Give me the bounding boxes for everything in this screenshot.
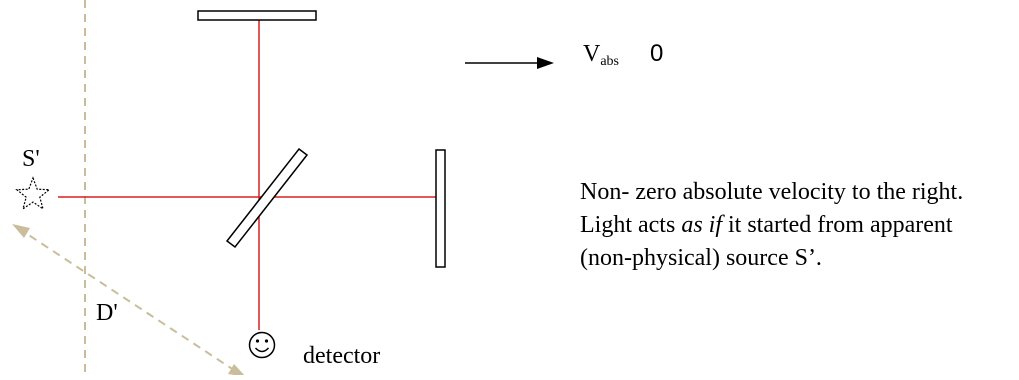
caption-emphasis: as if (681, 212, 722, 238)
smiley-face-icon (248, 331, 276, 359)
distance-arrowhead-bottom (228, 364, 246, 377)
velocity-subscript: abs (600, 54, 620, 69)
distance-label: D' (96, 300, 118, 326)
distance-dashed-arrow (17, 227, 241, 375)
top-mirror (197, 10, 317, 21)
caption-part-1: Non- zero absolute velocity to the right… (580, 179, 964, 238)
distance-arrowhead-top (12, 224, 30, 238)
caption-part-2: it started from apparent (non-physical) … (580, 212, 953, 271)
right-mirror (435, 149, 446, 268)
velocity-symbol: V (583, 41, 601, 67)
right-arrow-icon (537, 57, 554, 69)
beam-splitter (225, 147, 309, 249)
detector-label: detector (303, 343, 381, 369)
velocity-value: 0 (650, 40, 664, 67)
velocity-label: Vabs (583, 42, 619, 69)
apparent-source-label: S' (22, 146, 40, 172)
star-icon (15, 176, 51, 211)
caption-text: Non- zero absolute velocity to the right… (580, 176, 1010, 275)
